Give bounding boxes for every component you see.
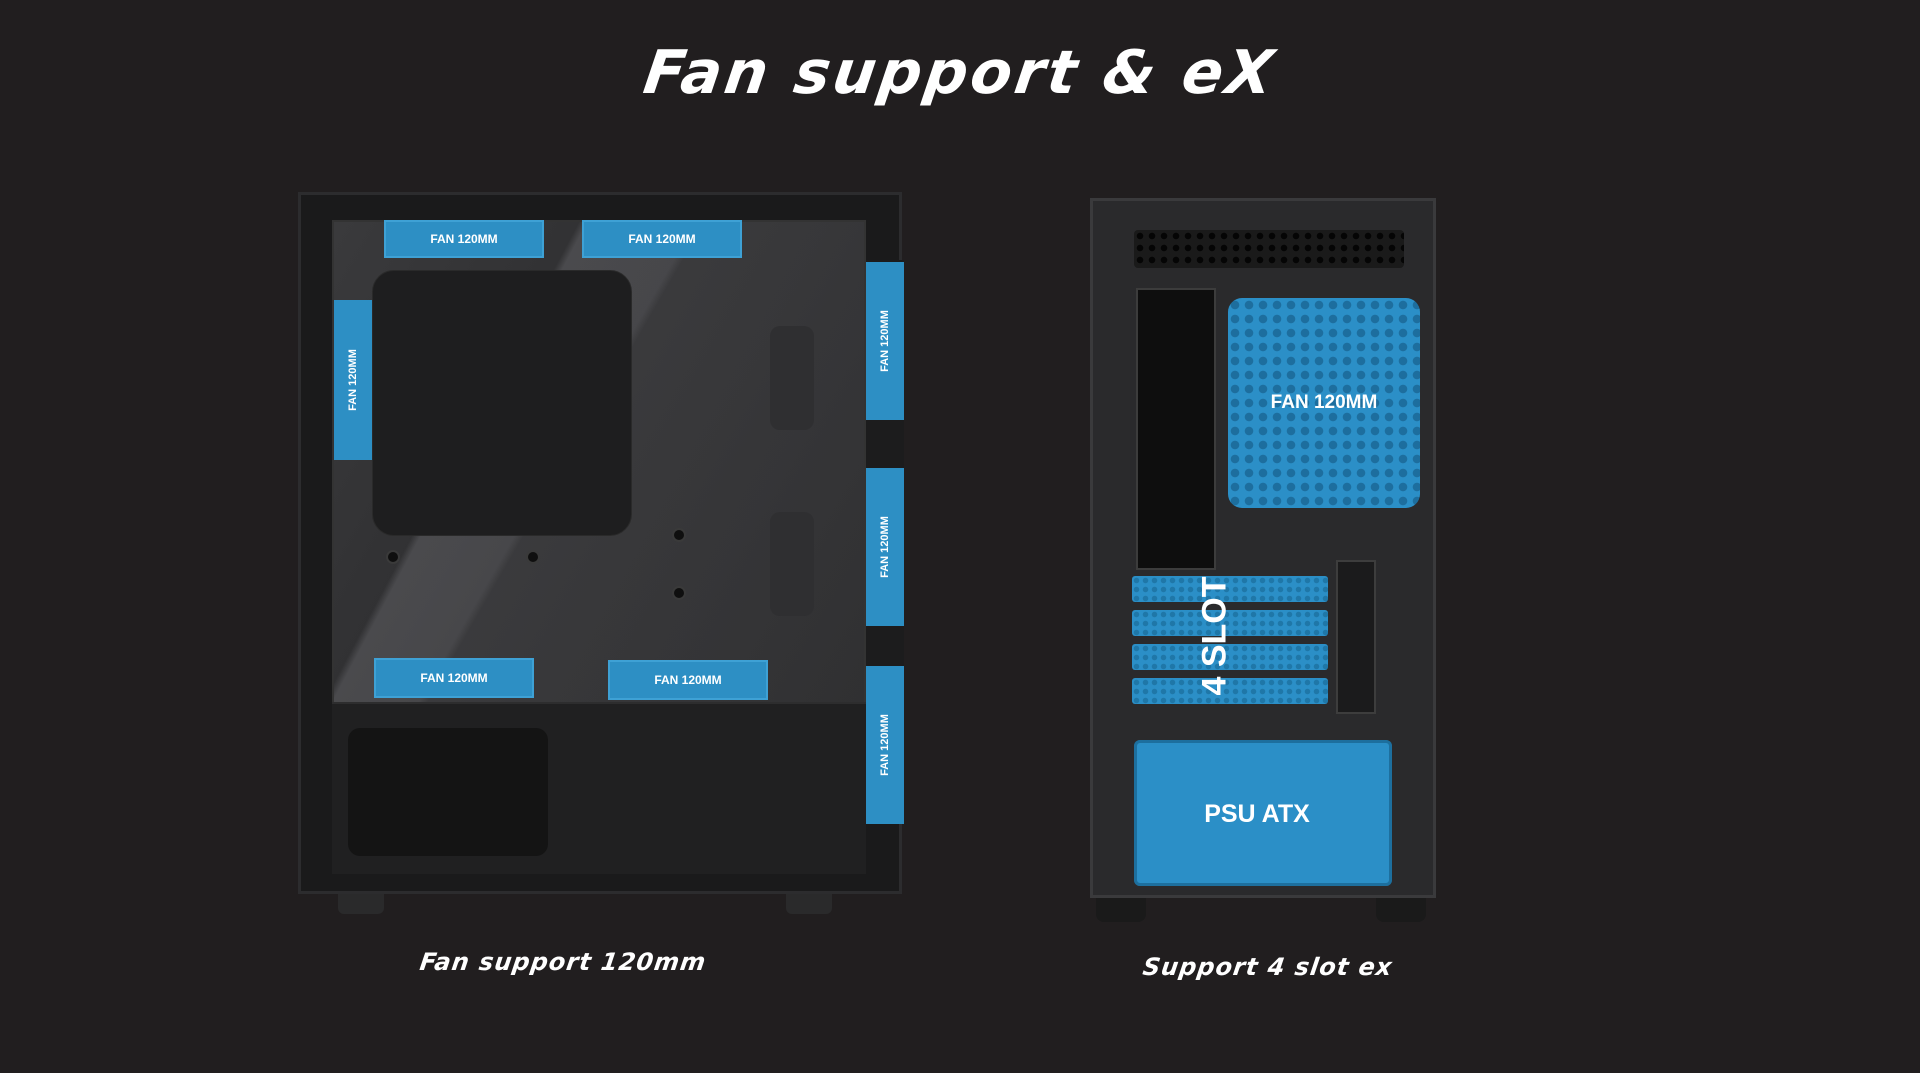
expansion-slot xyxy=(1132,576,1328,602)
vertical-gpu-cover xyxy=(1336,560,1376,714)
io-shield-opening xyxy=(1136,288,1216,570)
psu-shroud-window xyxy=(348,728,548,856)
case-foot xyxy=(338,894,384,914)
fan-slot-front-2: FAN 120MM xyxy=(866,468,904,626)
fan-slot-front-1: FAN 120MM xyxy=(866,262,904,420)
standoff-screw xyxy=(672,586,686,600)
standoff-screw xyxy=(386,550,400,564)
case-foot xyxy=(786,894,832,914)
expansion-slot xyxy=(1132,644,1328,670)
fan-slot-bottom-2: FAN 120MM xyxy=(608,660,768,700)
expansion-slot xyxy=(1132,610,1328,636)
fan-slot-top-1: FAN 120MM xyxy=(384,220,544,258)
cable-grommet xyxy=(770,326,814,430)
fan-slot-front-3: FAN 120MM xyxy=(866,666,904,824)
top-vent-mesh xyxy=(1134,230,1404,268)
right-case-caption: Support 4 slot ex xyxy=(1141,953,1395,981)
fan-slot-bottom-1: FAN 120MM xyxy=(374,658,534,698)
motherboard-cutout xyxy=(372,270,632,536)
expansion-slot xyxy=(1132,678,1328,704)
case-foot xyxy=(1096,898,1146,922)
slot-count-label: 4 SLOT xyxy=(1195,576,1234,696)
fan-slot-top-2: FAN 120MM xyxy=(582,220,742,258)
case-foot xyxy=(1376,898,1426,922)
fan-slot-rear: FAN 120MM xyxy=(334,300,372,460)
page-title: Fan support & eX xyxy=(639,38,1281,108)
rear-fan-slot: FAN 120MM xyxy=(1228,298,1420,508)
standoff-screw xyxy=(526,550,540,564)
psu-bay xyxy=(1134,740,1392,886)
cable-grommet xyxy=(770,512,814,616)
psu-label: PSU ATX xyxy=(1204,800,1310,828)
left-case-caption: Fan support 120mm xyxy=(418,948,709,976)
standoff-screw xyxy=(672,528,686,542)
